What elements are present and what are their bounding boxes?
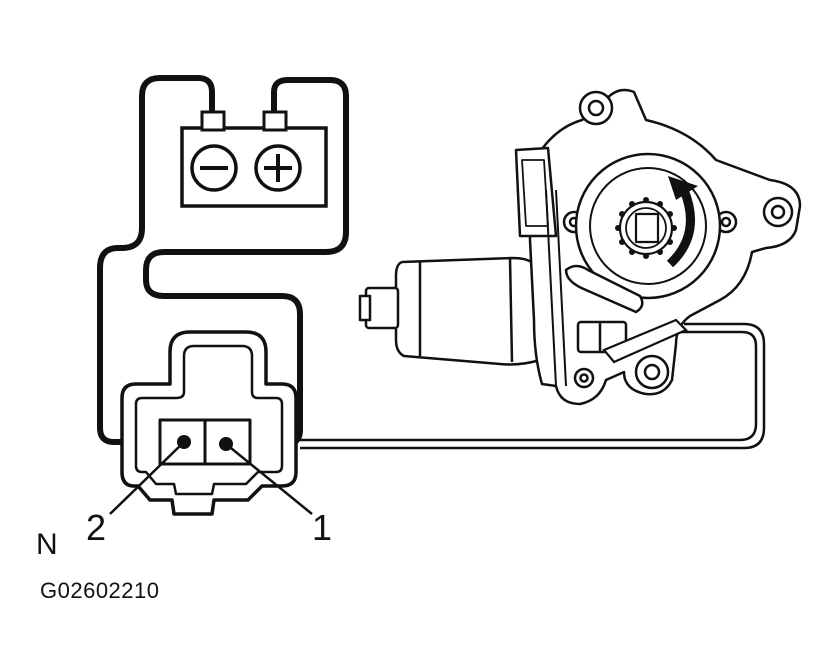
connector (120, 330, 298, 516)
power-window-motor (358, 88, 802, 406)
battery-negative-post (200, 110, 226, 132)
leader-line-pin-2 (109, 441, 185, 515)
wire-motor (300, 322, 766, 450)
motor-wire-terminal (602, 318, 688, 364)
battery (180, 110, 328, 208)
terminal-2-label: 2 (86, 507, 107, 548)
rotation-arrow-icon (666, 176, 698, 268)
figure-id: G02602210 (40, 578, 160, 603)
wire-negative (97, 75, 215, 445)
wire-positive (143, 77, 349, 447)
gear-icon (615, 197, 677, 259)
orientation-label: N (36, 528, 58, 561)
terminal-1-label: 1 (312, 507, 333, 548)
battery-positive-post (262, 110, 288, 132)
leader-line-pin-1 (225, 443, 313, 515)
minus-icon (190, 144, 238, 192)
plus-icon (254, 144, 302, 192)
